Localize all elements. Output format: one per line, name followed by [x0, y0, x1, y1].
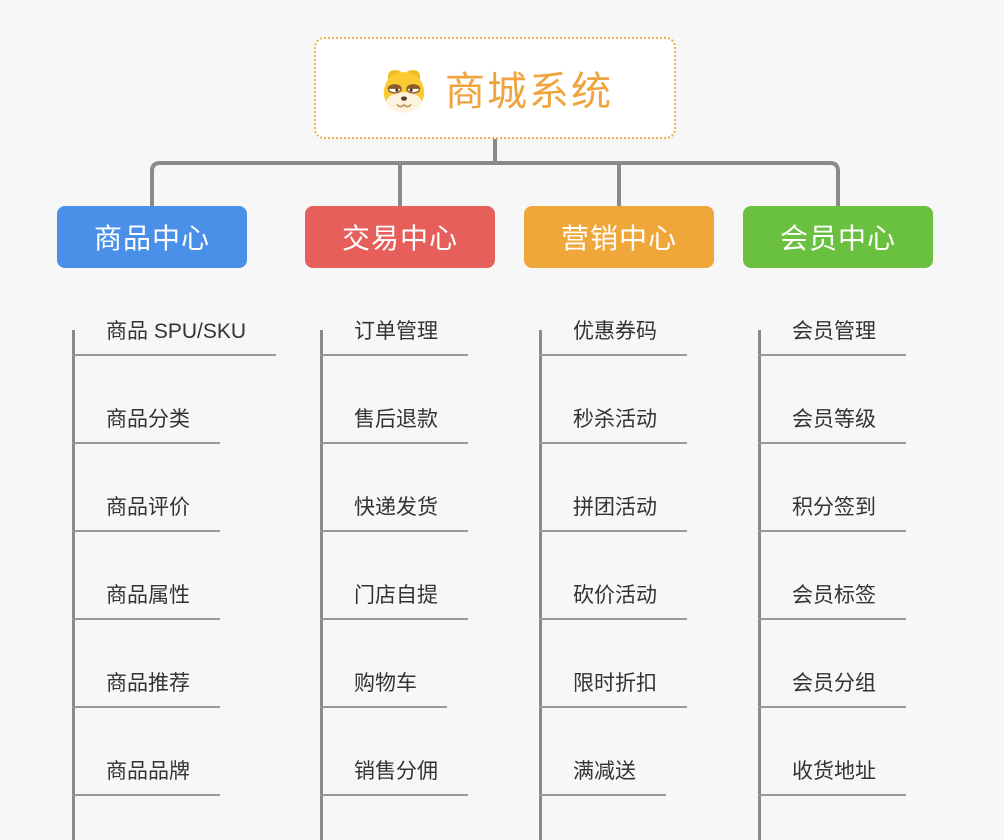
branch-children: 订单管理 售后退款 快递发货 门店自提 购物车 销售分佣 — [305, 268, 605, 840]
child-node[interactable]: 秒杀活动 — [539, 403, 687, 444]
branch-label: 营销中心 — [560, 223, 677, 254]
branch-label: 交易中心 — [341, 223, 458, 254]
root-title: 商城系统 — [445, 70, 613, 114]
child-node[interactable]: 快递发货 — [320, 491, 468, 532]
branch-children: 会员管理 会员等级 积分签到 会员标签 会员分组 收货地址 — [743, 268, 1004, 840]
child-node[interactable]: 商品 SPU/SKU — [72, 315, 277, 356]
branch-children: 商品 SPU/SKU 商品分类 商品评价 商品属性 商品推荐 商品品牌 — [57, 268, 357, 840]
child-node[interactable]: 砍价活动 — [539, 579, 687, 620]
child-node[interactable]: 商品推荐 — [72, 667, 220, 708]
branch-member-center: 会员中心 会员管理 会员等级 积分签到 会员标签 会员分组 收货地址 — [743, 206, 1004, 840]
branch-label: 会员中心 — [779, 223, 896, 254]
child-node[interactable]: 会员标签 — [758, 579, 906, 620]
branch-connector-line — [758, 330, 761, 840]
branch-connector-line — [539, 330, 542, 840]
branch-header-member[interactable]: 会员中心 — [743, 206, 933, 268]
child-node[interactable]: 商品属性 — [72, 579, 220, 620]
child-node[interactable]: 满减送 — [539, 755, 666, 796]
child-node[interactable]: 拼团活动 — [539, 491, 687, 532]
child-node[interactable]: 会员管理 — [758, 315, 906, 356]
child-node[interactable]: 会员等级 — [758, 403, 906, 444]
child-node[interactable]: 销售分佣 — [320, 755, 468, 796]
branch-trade-center: 交易中心 订单管理 售后退款 快递发货 门店自提 购物车 销售分佣 — [305, 206, 605, 840]
child-node[interactable]: 会员分组 — [758, 667, 906, 708]
branch-header-trade[interactable]: 交易中心 — [305, 206, 495, 268]
branch-marketing-center: 营销中心 优惠券码 秒杀活动 拼团活动 砍价活动 限时折扣 满减送 — [524, 206, 824, 840]
child-node[interactable]: 购物车 — [320, 667, 447, 708]
child-node[interactable]: 商品评价 — [72, 491, 220, 532]
child-node[interactable]: 门店自提 — [320, 579, 468, 620]
child-node[interactable]: 商品分类 — [72, 403, 220, 444]
branch-header-marketing[interactable]: 营销中心 — [524, 206, 714, 268]
child-node[interactable]: 限时折扣 — [539, 667, 687, 708]
child-node[interactable]: 收货地址 — [758, 755, 906, 796]
branch-connector-line — [72, 330, 75, 840]
branch-product-center: 商品中心 商品 SPU/SKU 商品分类 商品评价 商品属性 商品推荐 商品品牌 — [57, 206, 357, 840]
child-node[interactable]: 优惠券码 — [539, 315, 687, 356]
root-node[interactable]: 商城系统 — [314, 37, 676, 139]
child-node[interactable]: 订单管理 — [320, 315, 468, 356]
branch-children: 优惠券码 秒杀活动 拼团活动 砍价活动 限时折扣 满减送 — [524, 268, 824, 840]
branch-connector-line — [320, 330, 323, 840]
branch-label: 商品中心 — [93, 223, 210, 254]
child-node[interactable]: 售后退款 — [320, 403, 468, 444]
branch-header-product[interactable]: 商品中心 — [57, 206, 247, 268]
doge-icon — [377, 61, 431, 115]
child-node[interactable]: 商品品牌 — [72, 755, 220, 796]
child-node[interactable]: 积分签到 — [758, 491, 906, 532]
